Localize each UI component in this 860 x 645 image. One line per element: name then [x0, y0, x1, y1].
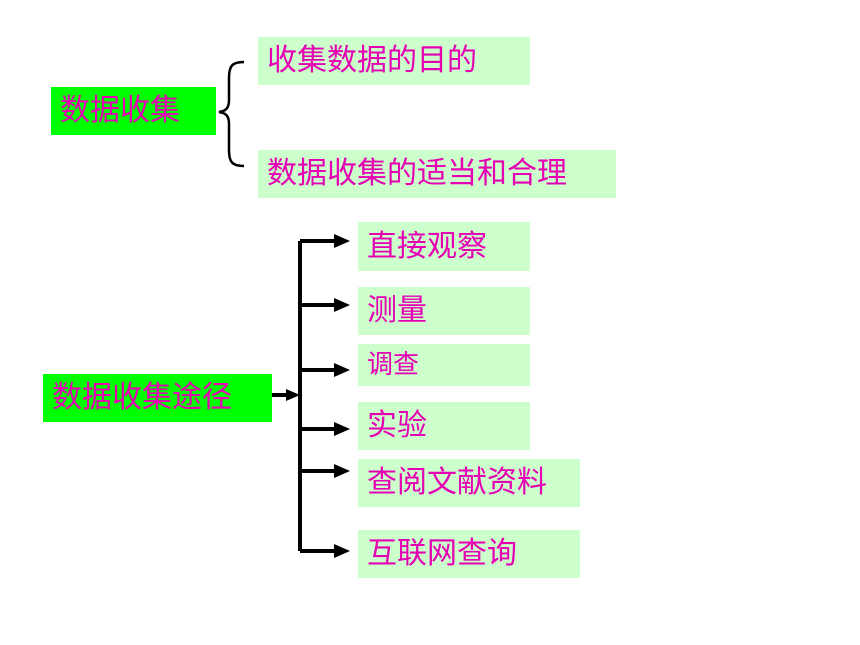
- appropriateness-item: 数据收集的适当和合理: [258, 150, 616, 198]
- method-item-survey: 调查: [358, 344, 530, 386]
- method-item-observation: 直接观察: [358, 222, 530, 271]
- arrowhead: [334, 422, 350, 436]
- method-item-internet: 互联网查询: [358, 530, 580, 578]
- arrowhead: [334, 464, 350, 478]
- arrowheads: [286, 234, 350, 558]
- data-collection-root: 数据收集: [51, 87, 216, 135]
- data-collection-methods-root: 数据收集途径: [43, 374, 272, 422]
- tree-connectors: [272, 239, 336, 553]
- arrowhead: [334, 363, 350, 377]
- curly-brace: [218, 60, 245, 168]
- purpose-item: 收集数据的目的: [258, 37, 530, 85]
- arrowhead: [334, 234, 350, 248]
- method-item-experiment: 实验: [358, 402, 530, 450]
- arrowhead: [286, 389, 300, 401]
- method-item-literature: 查阅文献资料: [358, 459, 580, 507]
- method-item-measurement: 测量: [358, 287, 530, 335]
- arrowhead: [334, 298, 350, 312]
- arrowhead: [334, 544, 350, 558]
